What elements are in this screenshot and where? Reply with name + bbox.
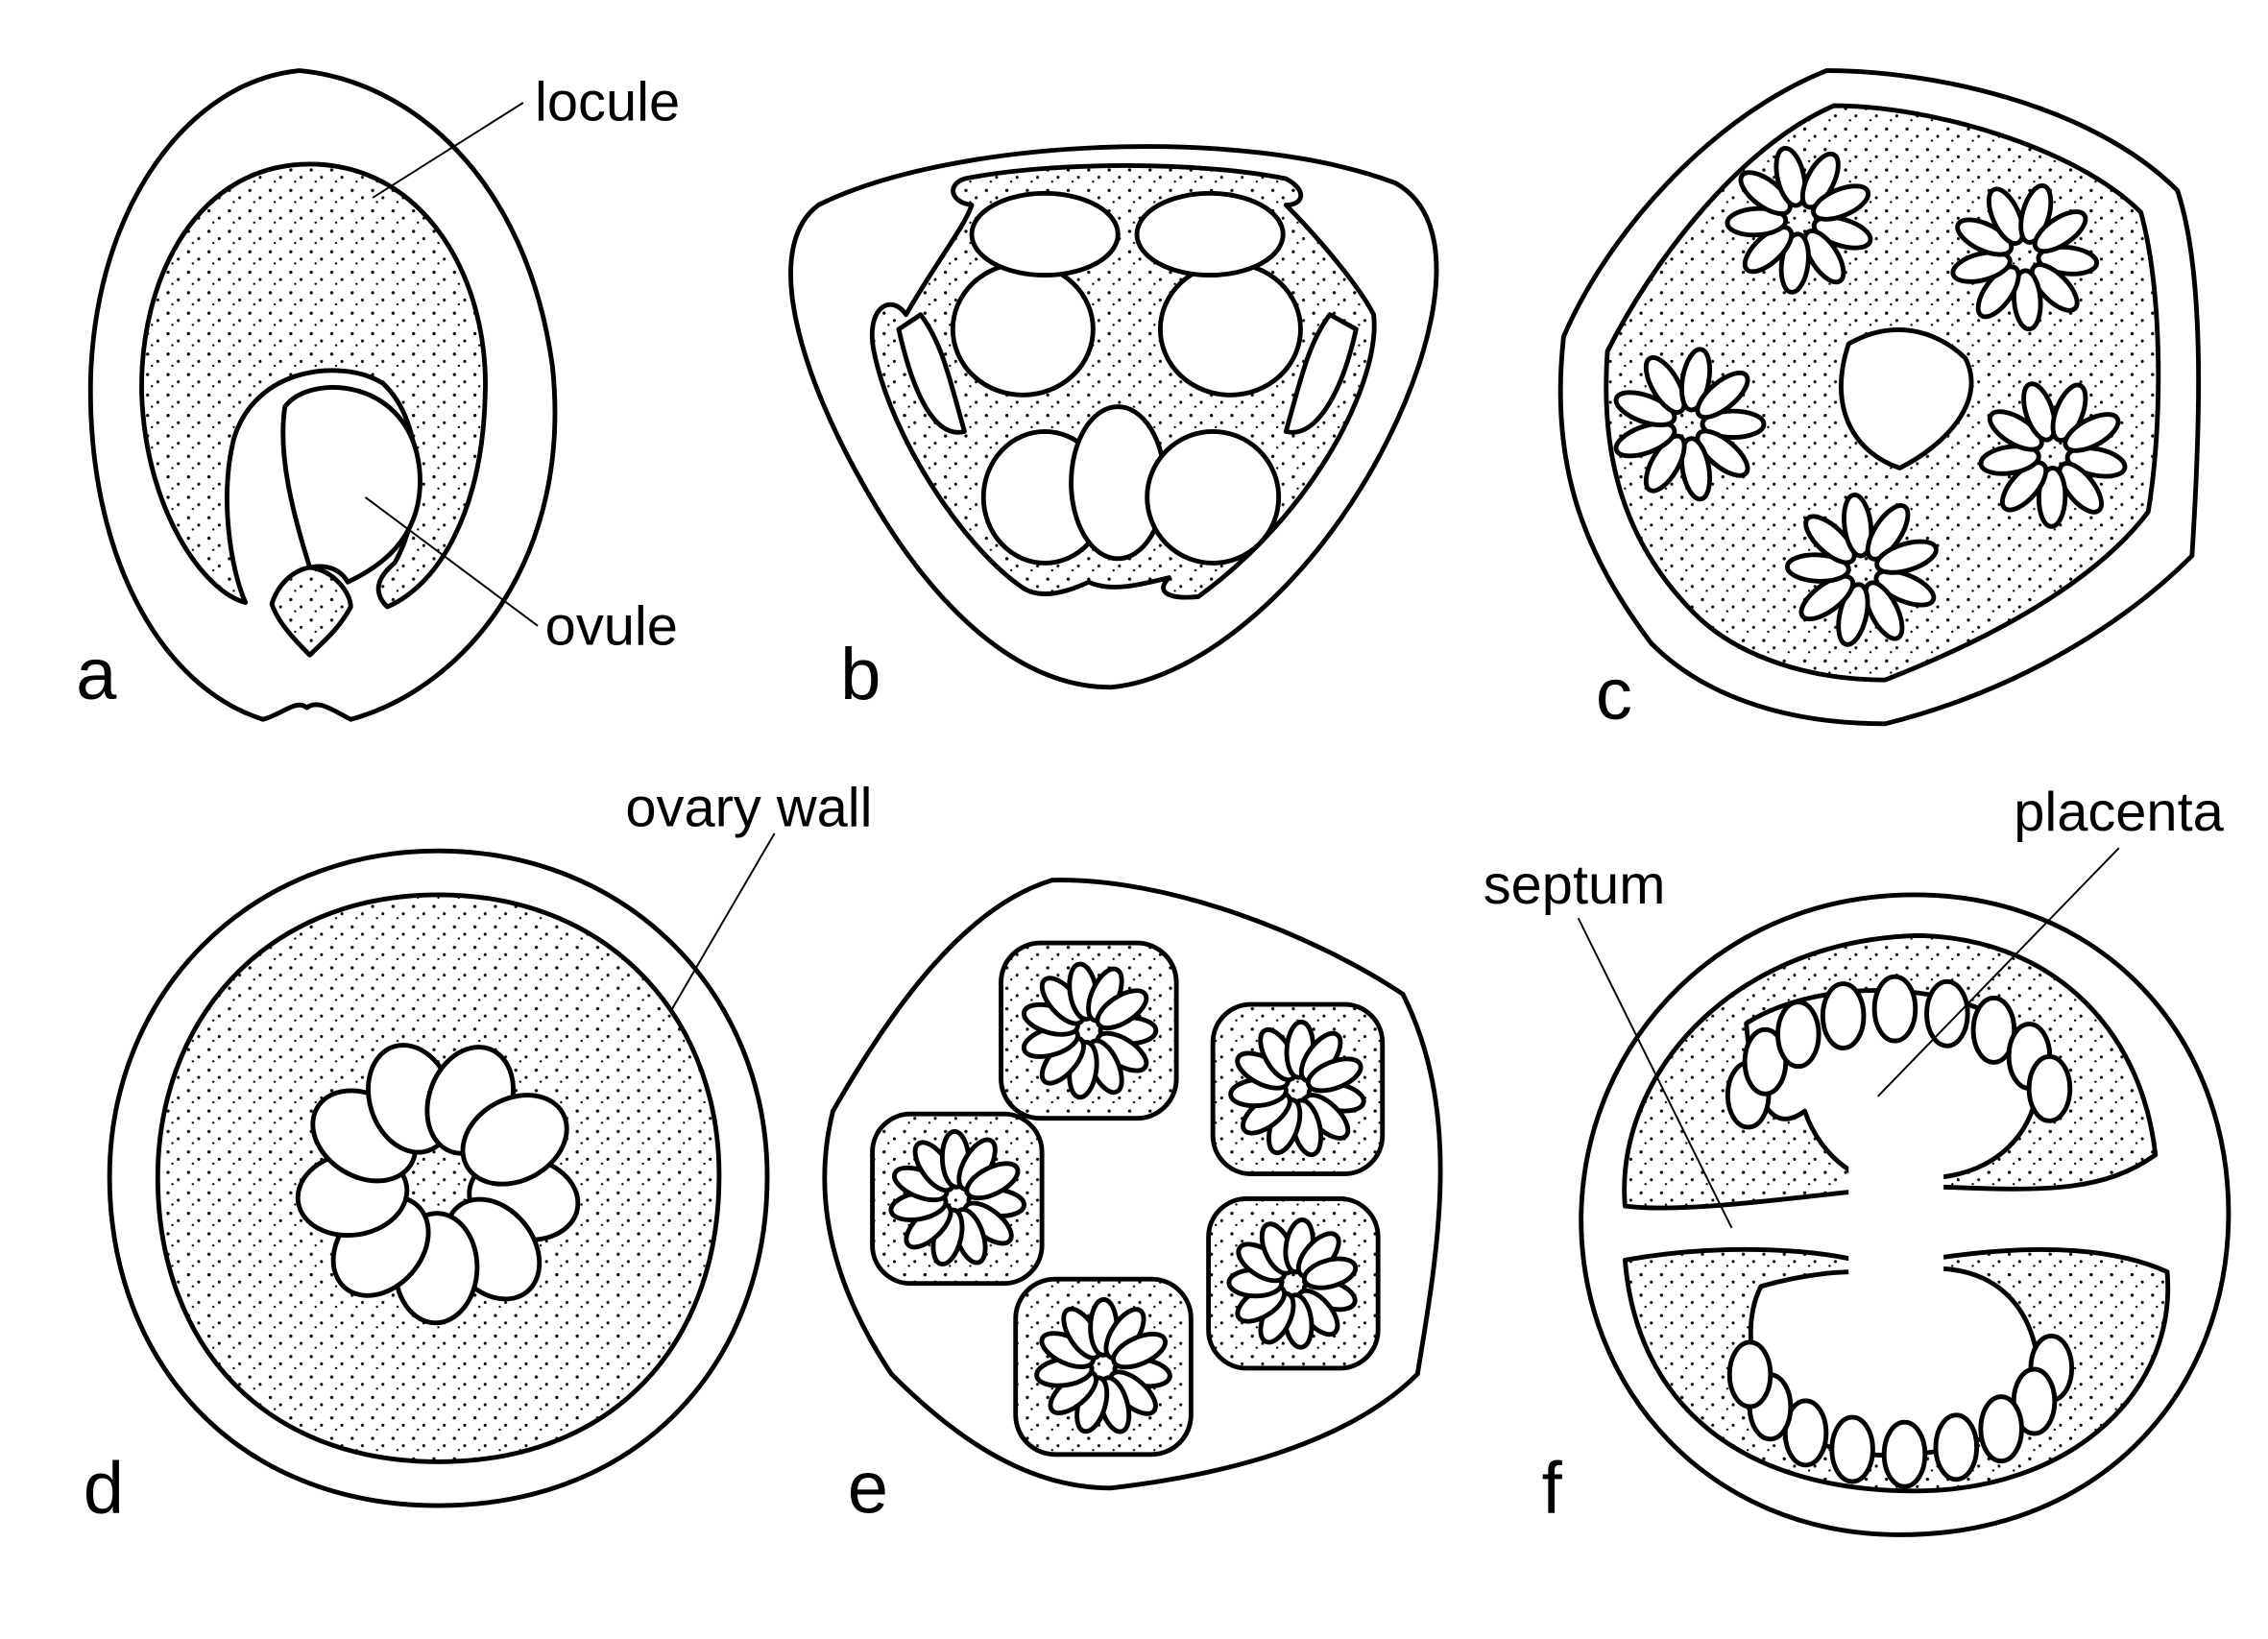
ovule [1881, 1419, 1928, 1489]
panel-a: locule ovule a [76, 68, 680, 722]
ovule [2057, 461, 2104, 515]
label-placenta: placenta [2014, 782, 2224, 843]
ovule-b [1145, 428, 1282, 566]
ovule [1999, 460, 2049, 513]
locule-pointer [372, 102, 524, 199]
ovule [1829, 1414, 1875, 1484]
ovule [1773, 145, 1808, 208]
septum-gap-f [1848, 1154, 1944, 1287]
ovule-b [969, 190, 1121, 278]
locule-d [155, 892, 722, 1464]
ovule [1301, 1256, 1359, 1290]
ovule [1695, 370, 1750, 421]
ovule-pointer [364, 496, 539, 627]
placentas-f [1725, 974, 2075, 1489]
ovule [1978, 444, 2041, 476]
ovule [1643, 433, 1687, 494]
locule-a [139, 161, 488, 610]
ovule [1865, 503, 1911, 562]
ovule [1871, 974, 1918, 1044]
ovule [1874, 539, 1939, 575]
panel-c: c [1557, 68, 2202, 735]
septum-pointer [1577, 917, 1733, 1229]
ovule [1700, 408, 1767, 440]
ovule [1784, 552, 1851, 584]
ovule [2063, 412, 2121, 453]
ovule [2021, 381, 2058, 443]
ovule [1820, 981, 1867, 1050]
ovule [1803, 514, 1857, 566]
placenta-pointer [1876, 847, 2120, 1097]
ovule [2029, 262, 2080, 313]
panel-b: b [788, 144, 1439, 715]
ovule [1986, 186, 2026, 246]
locule-b-cavity [896, 312, 967, 435]
ovule [1811, 183, 1871, 222]
ovule [1613, 390, 1677, 428]
ovule [1978, 1394, 2024, 1464]
locules-e [870, 940, 1386, 1458]
ovule [1678, 436, 1713, 502]
label-ovary-wall: ovary wall [625, 777, 872, 838]
ovule [1970, 996, 2017, 1065]
panel-f: septum placenta f [1484, 782, 2232, 1537]
ovule [1305, 1056, 1363, 1094]
ovule [2026, 1053, 2073, 1123]
ovule-b [1134, 190, 1286, 278]
ovule [2011, 268, 2043, 332]
panel-letter-f: f [1542, 1448, 1563, 1530]
label-septum: septum [1484, 855, 1666, 916]
ovule [1924, 978, 1970, 1048]
label-ovule: ovule [545, 596, 678, 658]
label-locule: locule [535, 71, 680, 133]
locule-b-cavity [1283, 312, 1359, 435]
ovule [1742, 225, 1795, 275]
ovule [1695, 428, 1750, 478]
ovule [1987, 409, 2044, 452]
funicle-a [269, 565, 353, 658]
ovule [2050, 382, 2088, 443]
ovule [1842, 492, 1874, 559]
placentas-d [295, 1043, 581, 1326]
ovule [1095, 988, 1149, 1031]
ovule [2032, 209, 2088, 254]
ovule [1863, 580, 1905, 641]
ovule [1725, 205, 1789, 238]
ovule [964, 1161, 1021, 1201]
ovule [1933, 1412, 1980, 1482]
ovule [1955, 217, 2015, 257]
ovule [1802, 229, 1846, 285]
ovule [1613, 421, 1677, 459]
ovule-b [950, 260, 1096, 398]
ovule [1775, 1000, 1822, 1070]
panel-letter-a: a [76, 634, 117, 715]
ovary-wall-pointer [671, 832, 776, 1010]
placentas-c [1613, 145, 2128, 647]
panel-letter-c: c [1596, 654, 1632, 735]
ovule-a [280, 385, 422, 585]
ovule [1643, 355, 1687, 415]
ovule [460, 1093, 569, 1187]
ovule [1798, 573, 1856, 622]
central-cavity-c [1839, 327, 1974, 470]
ovule [1799, 151, 1841, 210]
ovule [1726, 1339, 1773, 1410]
ovule [1873, 568, 1937, 608]
ovule-b [1157, 260, 1303, 398]
ovule [1738, 170, 1793, 216]
ovule [1111, 1332, 1168, 1370]
panel-letter-d: d [84, 1448, 124, 1530]
panel-d: ovary wall d [84, 777, 873, 1529]
ovule [1782, 1398, 1829, 1468]
panel-letter-b: b [840, 634, 881, 715]
panel-letter-e: e [848, 1448, 888, 1530]
ovule [1975, 264, 2021, 320]
ovule [2036, 466, 2068, 529]
ovule [1950, 250, 2013, 284]
panel-e: e [822, 878, 1443, 1530]
